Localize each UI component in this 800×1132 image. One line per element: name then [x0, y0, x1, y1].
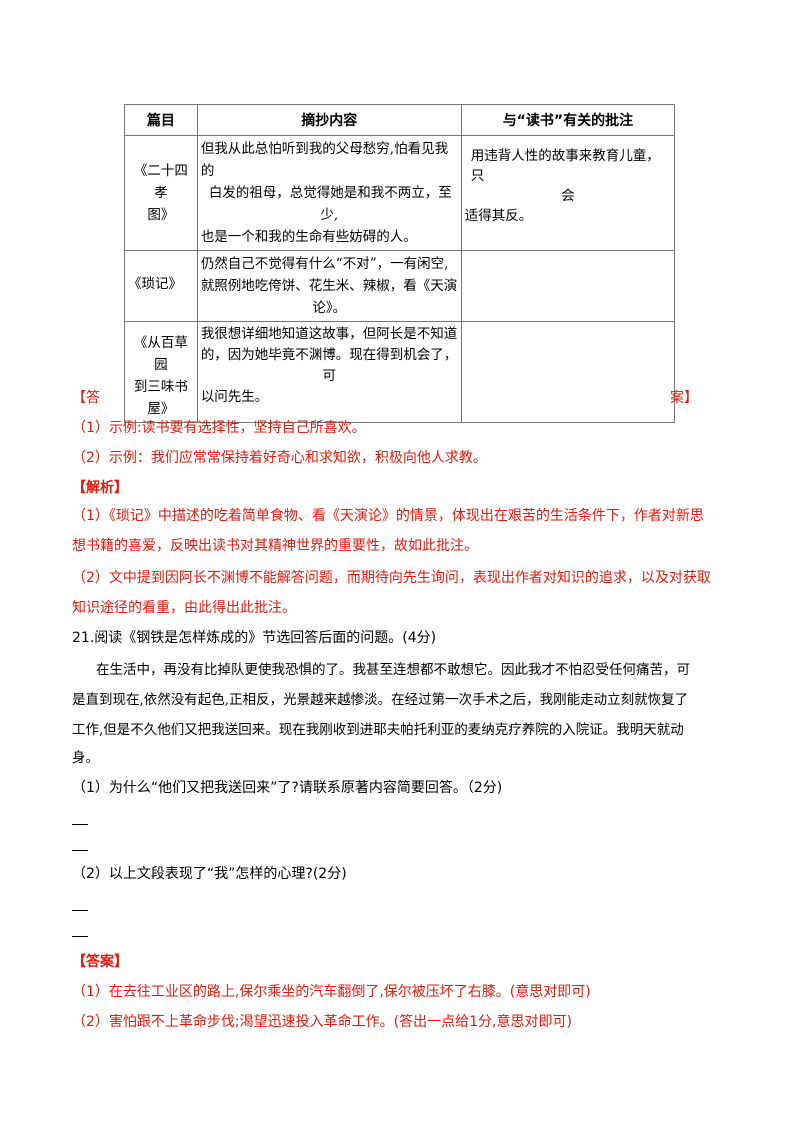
analysis-line: （2）文中提到因阿长不渊博不能解答问题，而期待向先生询问，表现出作者对知识的追求…: [72, 570, 711, 586]
answer-blank[interactable]: [72, 824, 88, 825]
question-1: （1）为什么“他们又把我送回来”了?请联系原著内容简要回答。（2分): [72, 780, 503, 796]
header-excerpt: 摘抄内容: [196, 104, 462, 136]
table-row: 《琐记》 仍然自己不觉得有什么“不对”，一有闲空, 就照例地吃侉饼、花生米、辣椒…: [124, 250, 676, 322]
answer-item: （1）示例:读书要有选择性，坚持自己所喜欢。: [72, 420, 366, 436]
analysis-label: 【解析】: [72, 480, 128, 496]
table-row: 《二十四孝 图》 但我从此总怕听到我的父母愁穷,怕看见我的 白发的祖母，总觉得她…: [124, 135, 676, 251]
table-header-row: 篇目 摘抄内容 与“读书”有关的批注: [124, 104, 676, 136]
answer-blank[interactable]: [72, 936, 88, 937]
row-note-empty: [460, 250, 676, 322]
analysis-line: 想书籍的喜爱，反映出读书对其精神世界的重要性，故如此批注。: [72, 538, 478, 554]
row-note: 用违背人性的故事来教育儿童，只 会 适得其反。: [460, 135, 676, 251]
answer-label-left: 【答: [72, 390, 100, 406]
row-title: 《二十四孝 图》: [124, 135, 198, 251]
question-2: （2）以上文段表现了“我”怎样的心理?(2分): [72, 866, 347, 882]
row-excerpt: 仍然自己不觉得有什么“不对”，一有闲空, 就照例地吃侉饼、花生米、辣椒，看《天演…: [196, 250, 462, 322]
row-excerpt: 我很想详细地知道这故事，但阿长是不知道 的，因为她毕竟不渊博。现在得到机会了， …: [196, 321, 462, 423]
table-row: 《从百草园 到三味书 屋》 我很想详细地知道这故事，但阿长是不知道 的，因为她毕…: [124, 321, 676, 423]
answer-label: 【答案】: [72, 954, 128, 970]
row-title: 《从百草园 到三味书 屋》: [124, 321, 198, 423]
passage-line: 身。: [72, 750, 99, 766]
header-title: 篇目: [124, 104, 198, 136]
answer-label-right: 案】: [670, 390, 698, 406]
row-excerpt: 但我从此总怕听到我的父母愁穷,怕看见我的 白发的祖母，总觉得她是和我不两立，至 …: [196, 135, 462, 251]
row-note-empty: [460, 321, 676, 423]
answer-blank[interactable]: [72, 850, 88, 851]
answer-item: （1）在去往工业区的路上,保尔乘坐的汽车翻倒了,保尔被压坏了右膝。(意思对即可): [72, 984, 591, 1000]
passage-line: 工作,但是不久他们又把我送回来。现在我刚收到进耶夫帕托利亚的麦纳克疗养院的入院证…: [72, 722, 684, 738]
answer-blank[interactable]: [72, 910, 88, 911]
analysis-line: （1）《琐记》中描述的吃着简单食物、看《天演论》的情景，体现出在艰苦的生活条件下…: [72, 508, 704, 524]
answer-item: （2）害怕跟不上革命步伐;渴望迅速投入革命工作。(答出一点给1分,意思对即可): [72, 1014, 572, 1030]
question-heading: 21.阅读《钢铁是怎样炼成的》节选回答后面的问题。(4分): [72, 630, 437, 646]
passage-line: 在生活中，再没有比掉队更使我恐惧的了。我甚至连想都不敢想它。因此我才不怕忍受任何…: [96, 662, 690, 678]
analysis-line: 知识途径的看重，由此得出此批注。: [72, 600, 296, 616]
row-title: 《琐记》: [124, 250, 198, 322]
reading-notes-table: 篇目 摘抄内容 与“读书”有关的批注 《二十四孝 图》 但我从此总怕听到我的父母…: [124, 104, 676, 423]
header-note: 与“读书”有关的批注: [460, 104, 676, 136]
answer-item: （2）示例：我们应常常保持着好奇心和求知欲，积极向他人求教。: [72, 450, 487, 466]
passage-line: 是直到现在,依然没有起色,正相反，光景越来越惨淡。在经过第一次手术之后，我刚能走…: [72, 692, 689, 708]
